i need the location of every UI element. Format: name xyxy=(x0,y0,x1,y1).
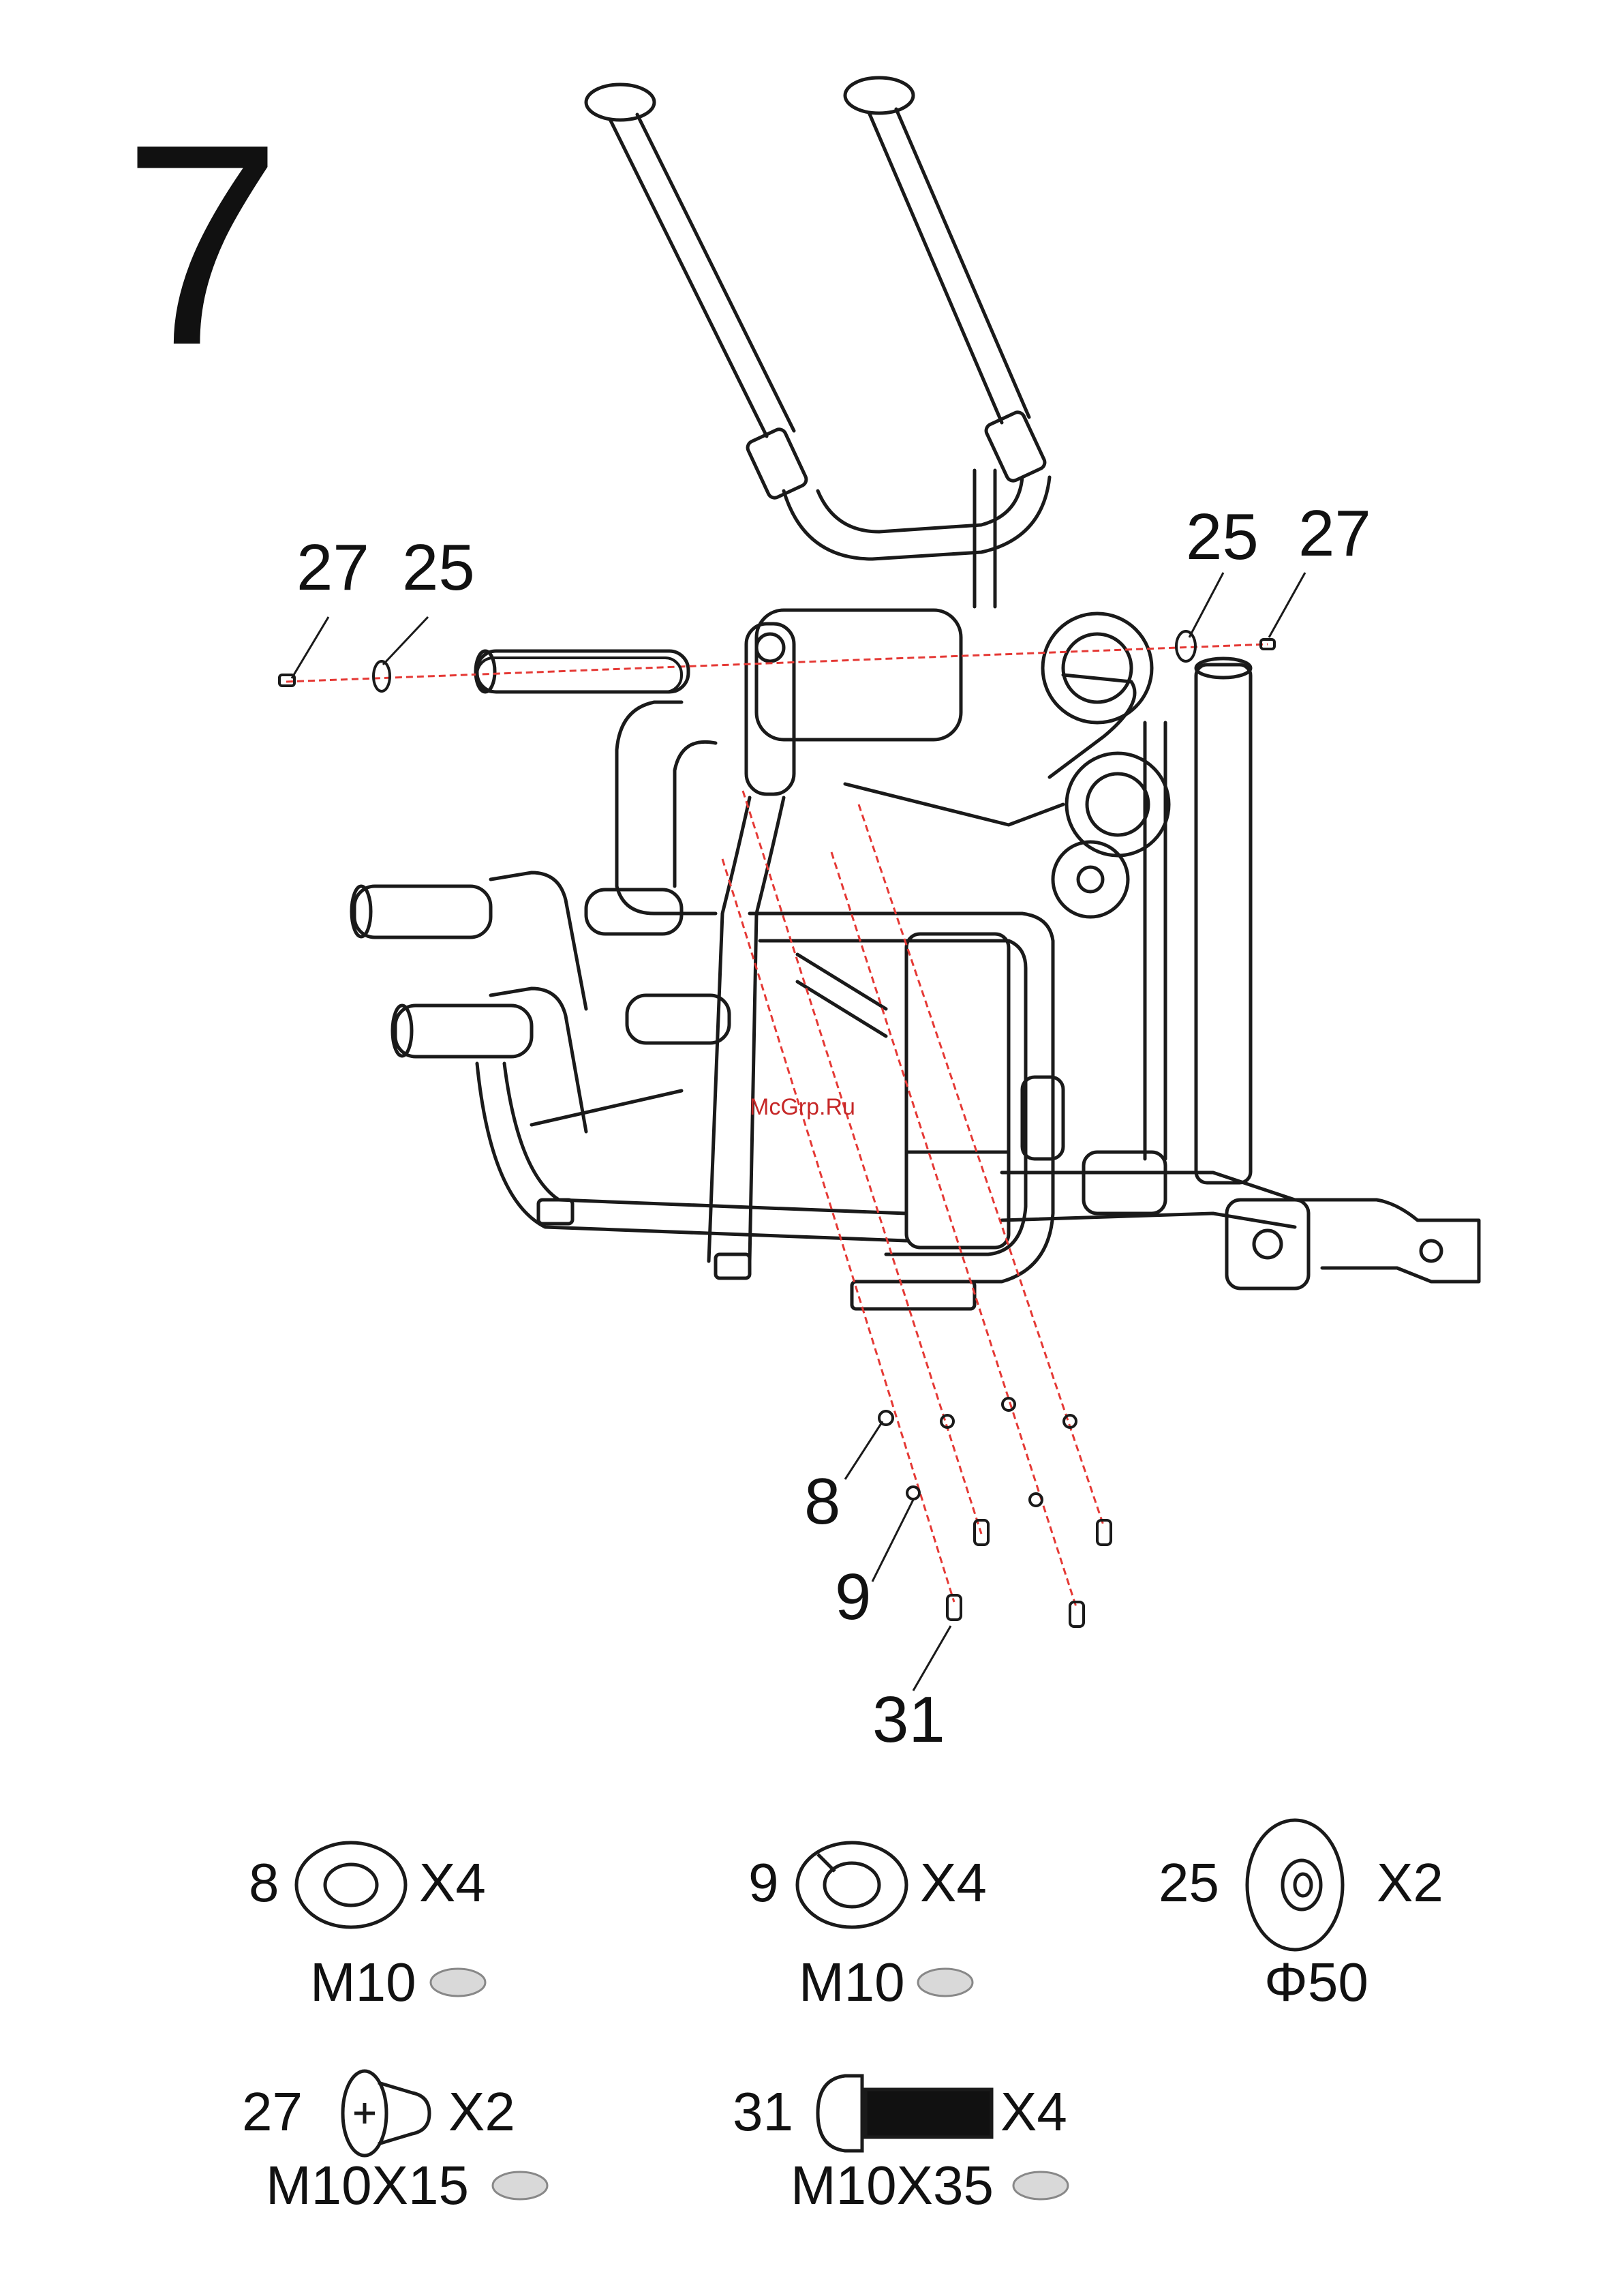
callout-25-right: 25 xyxy=(1186,504,1259,570)
legend-31-id: 31 xyxy=(733,2085,793,2139)
step-number: 7 xyxy=(123,102,282,389)
legend-27-size: M10X15 xyxy=(266,2158,469,2213)
assembly-guides xyxy=(286,644,1268,1609)
legend-8-size: M10 xyxy=(310,1955,416,2010)
legend-25-qty: X2 xyxy=(1377,1856,1443,1910)
callout-8: 8 xyxy=(804,1469,840,1535)
bolt-27-icon xyxy=(343,2071,429,2156)
legend-27-id: 27 xyxy=(242,2085,303,2139)
legend-25-size: Φ50 xyxy=(1264,1955,1368,2010)
watermark-text: McGrp.Ru xyxy=(750,1094,855,1121)
legend-31-size: M10X35 xyxy=(791,2158,994,2213)
legend-9-id: 9 xyxy=(748,1856,779,1910)
upright-and-pulleys xyxy=(1002,614,1479,1288)
legend-9-qty: X4 xyxy=(920,1856,987,1910)
washer-8-icon xyxy=(296,1843,406,1927)
callout-25-left: 25 xyxy=(402,535,475,601)
legend-31-qty: X4 xyxy=(1000,2085,1067,2139)
callout-9: 9 xyxy=(835,1565,871,1630)
washer-25-icon xyxy=(1247,1820,1343,1950)
handle-bars xyxy=(586,78,1050,607)
legend-9-size: M10 xyxy=(799,1955,905,2010)
legend-27-qty: X2 xyxy=(448,2085,515,2139)
roller-pad xyxy=(476,610,961,794)
legend-8-qty: X4 xyxy=(419,1856,486,1910)
bolt-31-icon xyxy=(818,2076,992,2151)
callout-31: 31 xyxy=(872,1687,945,1753)
legend-25-id: 25 xyxy=(1159,1856,1219,1910)
callout-27-left: 27 xyxy=(296,535,369,601)
legend-8-id: 8 xyxy=(249,1856,279,1910)
main-frame xyxy=(617,675,1135,1282)
split-washer-9-icon xyxy=(797,1843,906,1927)
foot-pegs xyxy=(352,873,975,1309)
callout-27-right: 27 xyxy=(1298,501,1371,567)
exploded-hardware xyxy=(279,631,1274,1627)
